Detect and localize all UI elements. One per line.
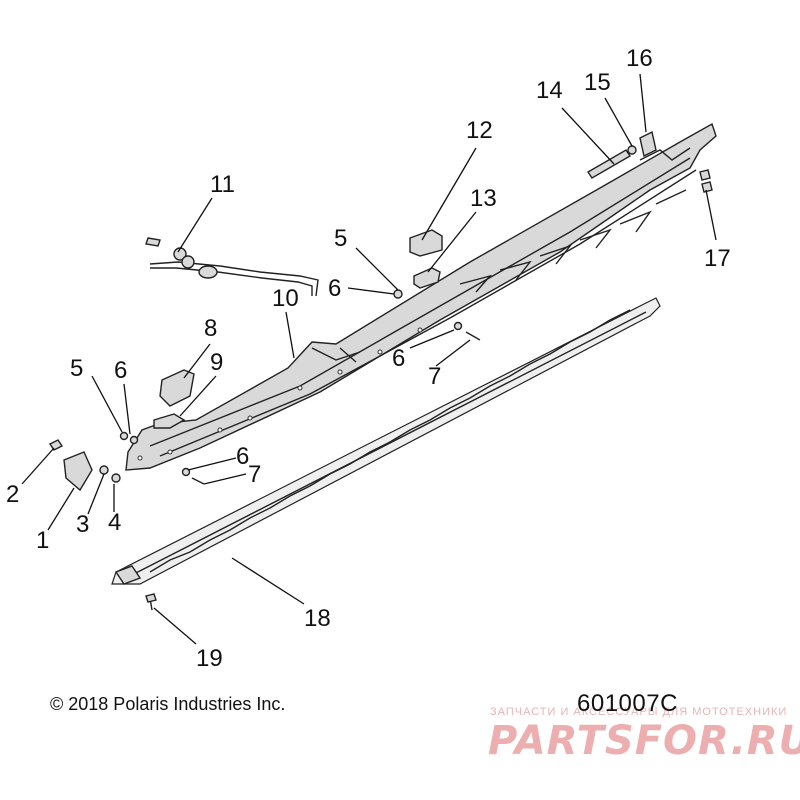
- watermark-logo: PARTSFOR.RU: [488, 718, 800, 764]
- torque-arm-rod-part: [145, 237, 319, 297]
- callout-18: 18: [304, 605, 331, 632]
- callout-7-rail: 7: [428, 363, 441, 390]
- callout-11: 11: [210, 171, 235, 198]
- callout-16: 16: [626, 45, 653, 72]
- callout-6-rail: 6: [392, 345, 405, 372]
- callout-19: 19: [196, 645, 223, 672]
- callout-15: 15: [584, 69, 611, 96]
- callout-5-front: 5: [70, 355, 83, 382]
- callout-6-middle: 6: [328, 275, 341, 302]
- watermark-tagline: ЗАПЧАСТИ И АКСЕССУАРЫ ДЛЯ МОТОТЕХНИКИ: [490, 706, 788, 718]
- callout-4: 4: [108, 509, 121, 536]
- retainer-block-part: [153, 369, 195, 429]
- diagram-id: 601007C: [577, 690, 678, 717]
- copyright-text: © 2018 Polaris Industries Inc.: [50, 694, 286, 714]
- callout-13: 13: [470, 185, 497, 212]
- callout-10: 10: [272, 285, 299, 312]
- callout-17: 17: [704, 245, 731, 272]
- callout-7-lower: 7: [248, 461, 261, 488]
- callout-labels: 1 2 3 4 5 5 6 6 6 6 7 7 8 9 10 11 12 13 …: [6, 45, 731, 672]
- callout-1: 1: [36, 527, 49, 554]
- bumper-block-part: [48, 439, 121, 492]
- skid-rail-part: [125, 122, 717, 471]
- adjuster-bolt-part: [587, 130, 713, 193]
- callout-8: 8: [204, 315, 217, 342]
- callout-6-front: 6: [114, 357, 127, 384]
- callout-9: 9: [210, 349, 223, 376]
- hyfax-slide-part: [111, 297, 661, 585]
- callout-12: 12: [466, 117, 493, 144]
- callout-3: 3: [76, 511, 89, 538]
- leader-lines: [21, 73, 717, 645]
- callout-5-middle: 5: [334, 225, 347, 252]
- callout-6-lower: 6: [236, 443, 249, 470]
- callout-14: 14: [536, 77, 563, 104]
- bracket-block-part: [409, 229, 443, 289]
- callout-2: 2: [6, 481, 19, 508]
